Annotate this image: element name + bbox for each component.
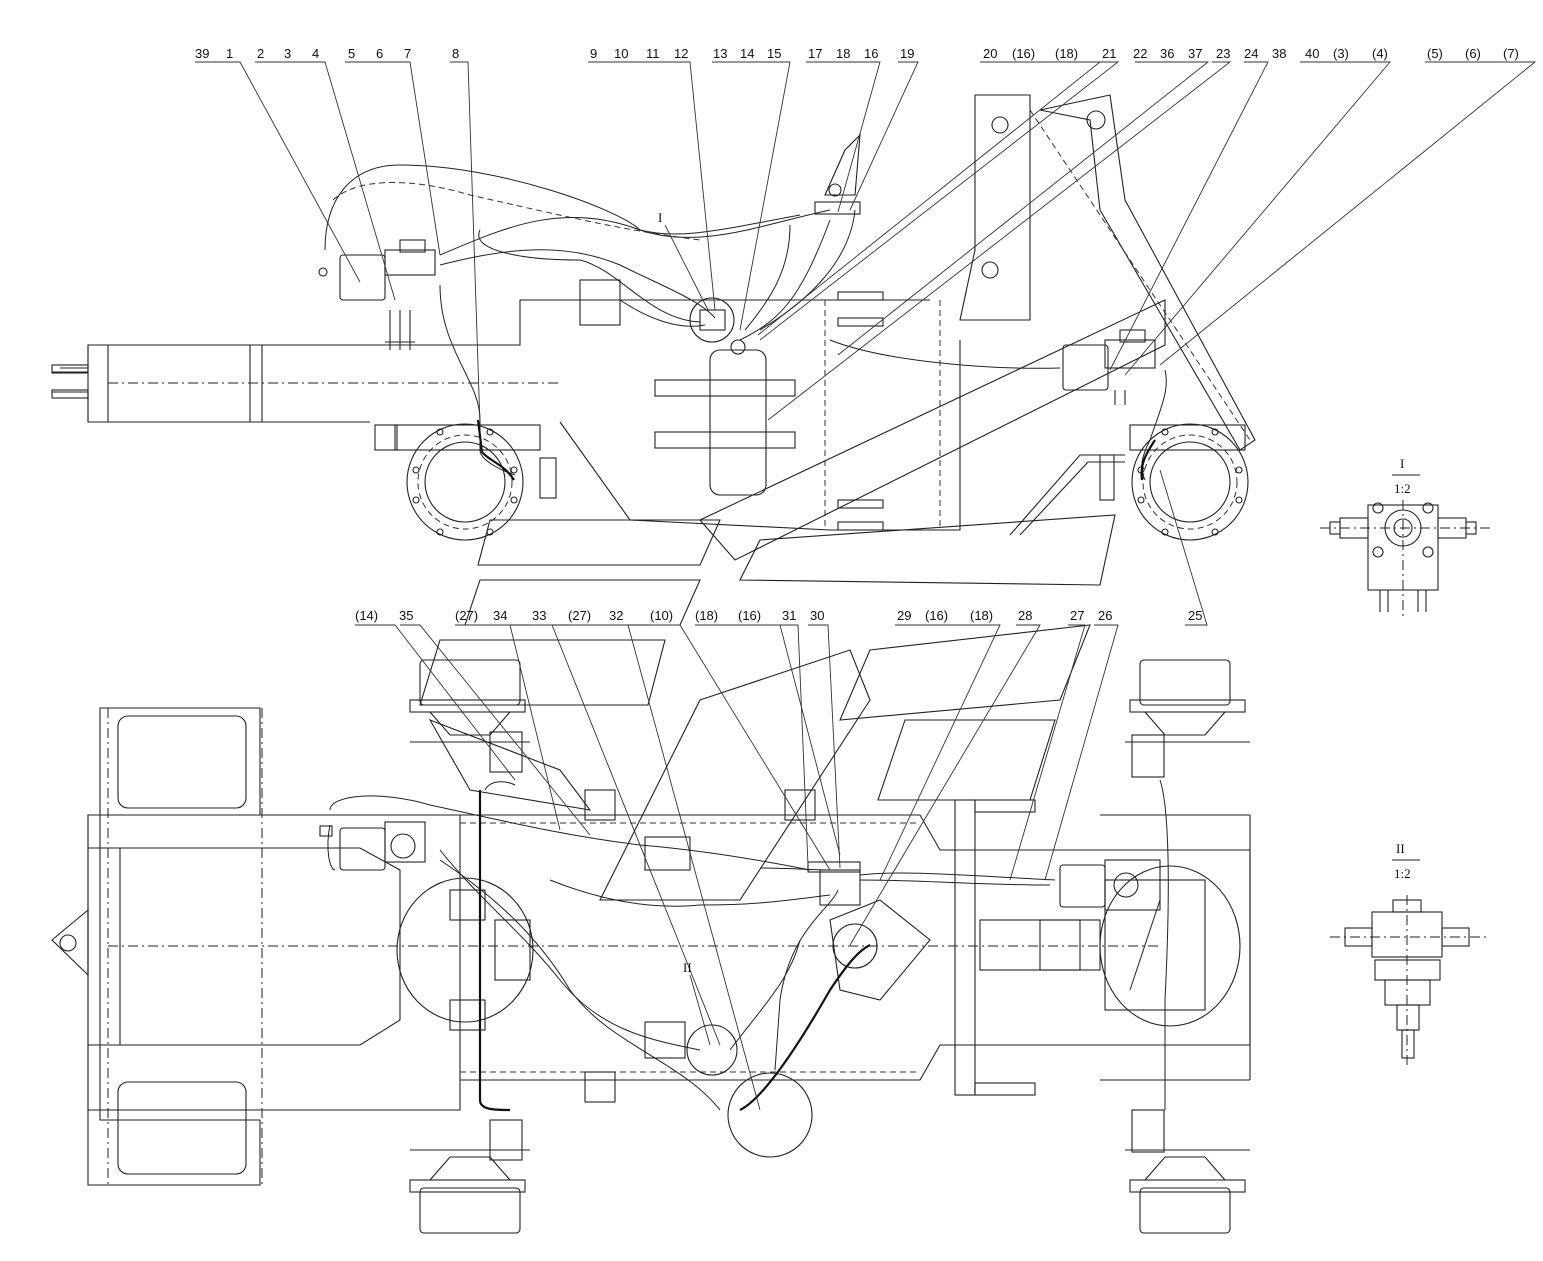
boom-plate — [959, 94, 1256, 451]
callout-6: 6 — [376, 46, 383, 61]
callout-16: 16 — [864, 46, 878, 61]
callout-ref-16-b: (16) — [925, 608, 948, 623]
callout-36: 36 — [1160, 46, 1174, 61]
callout-17: 17 — [808, 46, 822, 61]
frame-brackets — [579, 279, 884, 531]
callout-ref-3: (3) — [1333, 46, 1349, 61]
callout-30: 30 — [810, 608, 824, 623]
leader-lines-top — [195, 61, 1537, 626]
front-differential — [396, 877, 534, 1031]
ghost-outline-shapes — [464, 299, 1166, 626]
air-brake-pipelines-plan — [327, 779, 1169, 1112]
callout-38: 38 — [1272, 46, 1286, 61]
callout-11: 11 — [646, 46, 660, 61]
callout-22: 22 — [1133, 46, 1147, 61]
callout-ref-18-b: (18) — [970, 608, 993, 623]
valve-block-I — [689, 297, 735, 343]
frame-beam — [51, 299, 961, 531]
detail-II-title: II — [1396, 841, 1405, 856]
callout-18: 18 — [836, 46, 850, 61]
front-brake-booster — [318, 239, 436, 350]
callout-37: 37 — [1188, 46, 1202, 61]
callout-ref-7: (7) — [1503, 46, 1519, 61]
callout-9: 9 — [590, 46, 597, 61]
air-reservoir-tank — [654, 339, 796, 496]
detail-II-scale: 1:2 — [1394, 866, 1411, 881]
callout-ref-16: (16) — [1012, 46, 1035, 61]
rear-brake-booster — [1062, 329, 1156, 405]
callout-ref-18: (18) — [1055, 46, 1078, 61]
callout-35: 35 — [399, 608, 413, 623]
callout-21: 21 — [1102, 46, 1116, 61]
plan-air-tank — [644, 1021, 813, 1158]
callout-25: 25 — [1188, 608, 1202, 623]
callout-ref-14: (14) — [355, 608, 378, 623]
callout-ref-5: (5) — [1427, 46, 1443, 61]
callout-14: 14 — [740, 46, 754, 61]
plan-rear-booster — [1059, 859, 1161, 911]
callout-ref-6: (6) — [1465, 46, 1481, 61]
plan-front-booster — [319, 821, 426, 871]
callout-40: 40 — [1305, 46, 1319, 61]
callout-4: 4 — [312, 46, 319, 61]
callout-12: 12 — [674, 46, 688, 61]
callout-34: 34 — [493, 608, 507, 623]
callout-23: 23 — [1216, 46, 1230, 61]
callout-ref-4: (4) — [1372, 46, 1388, 61]
rear-wheel-hub — [1009, 423, 1249, 541]
leader-lines-plan — [355, 624, 1119, 1111]
callout-13: 13 — [713, 46, 727, 61]
callout-10: 10 — [614, 46, 628, 61]
callout-32: 32 — [609, 608, 623, 623]
callout-33: 33 — [532, 608, 546, 623]
callout-ref-18-a: (18) — [695, 608, 718, 623]
callout-8: 8 — [452, 46, 459, 61]
detail-marker-II: II — [683, 960, 692, 975]
callout-5: 5 — [348, 46, 355, 61]
front-axle-wheels — [409, 659, 530, 1234]
callout-27: 27 — [1070, 608, 1084, 623]
plan-view: (14) 35 (27) 34 33 (27) 32 (10) (18) (16… — [51, 608, 1251, 1234]
callout-24: 24 — [1244, 46, 1258, 61]
callout-31: 31 — [782, 608, 796, 623]
detail-marker-I: I — [658, 210, 662, 225]
callout-labels-top: 39 1 2 3 4 5 6 7 8 9 10 11 12 13 14 15 1… — [195, 46, 1519, 623]
callout-labels-plan: (14) 35 (27) 34 33 (27) 32 (10) (18) (16… — [355, 608, 1112, 975]
detail-I-scale: 1:2 — [1394, 481, 1411, 496]
detail-I-title: I — [1400, 456, 1404, 471]
callout-1: 1 — [226, 46, 233, 61]
air-brake-pipelines-top — [324, 164, 1167, 481]
callout-2: 2 — [257, 46, 264, 61]
callout-ref-16-a: (16) — [738, 608, 761, 623]
callout-19: 19 — [900, 46, 914, 61]
callout-15: 15 — [767, 46, 781, 61]
callout-29: 29 — [897, 608, 911, 623]
callout-28: 28 — [1018, 608, 1032, 623]
callout-ref-27-a: (27) — [455, 608, 478, 623]
plan-valve-30 — [807, 861, 861, 906]
front-wheel-hub — [374, 423, 557, 541]
detail-view-I: I 1:2 — [1320, 456, 1490, 620]
callout-ref-10: (10) — [650, 608, 673, 623]
detail-view-II: II 1:2 — [1330, 841, 1490, 1065]
callout-39: 39 — [195, 46, 209, 61]
articulation-joint — [829, 899, 931, 1001]
rear-axle-wheels — [1125, 659, 1250, 1234]
callout-26: 26 — [1098, 608, 1112, 623]
callout-7: 7 — [404, 46, 411, 61]
side-elevation-view: 39 1 2 3 4 5 6 7 8 9 10 11 12 13 14 15 1… — [51, 46, 1537, 626]
callout-3: 3 — [284, 46, 291, 61]
callout-20: 20 — [983, 46, 997, 61]
plan-frame — [51, 707, 1251, 1186]
callout-ref-27-b: (27) — [568, 608, 591, 623]
